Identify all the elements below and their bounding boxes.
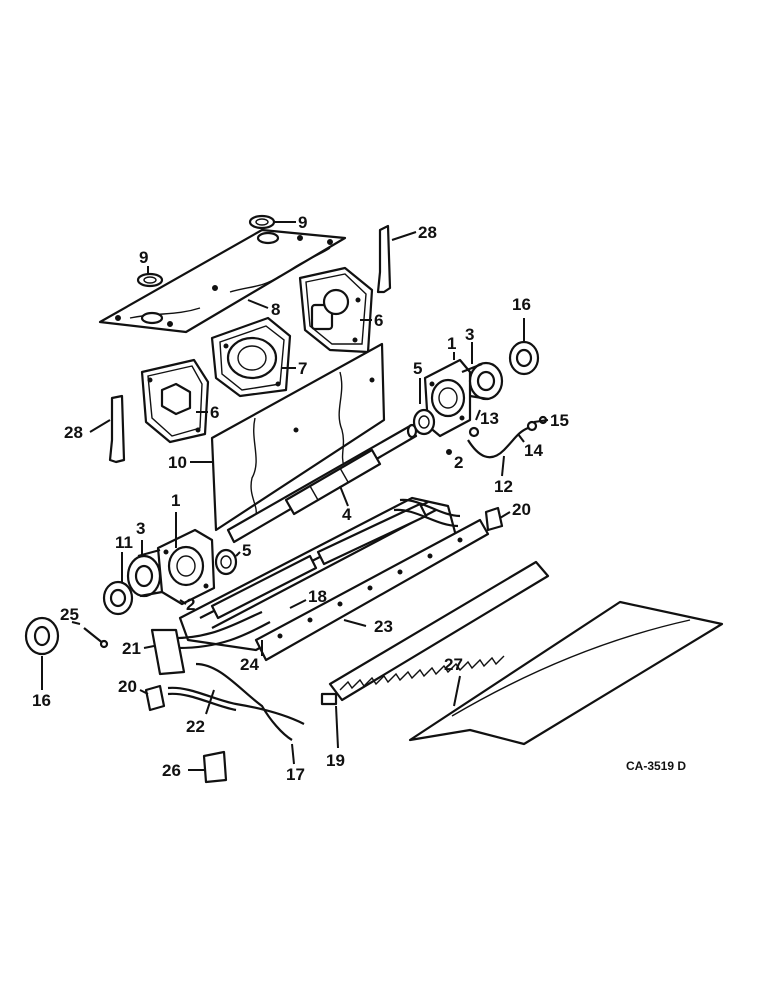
collar-far-left (24, 616, 60, 656)
bracket-26 (202, 750, 228, 784)
bearing-housing (210, 316, 292, 398)
callout-21: 21 (122, 639, 141, 658)
seal-left (214, 548, 238, 576)
trough-frame (178, 496, 458, 652)
callout-1-right: 1 (447, 334, 456, 353)
callout-3-right: 3 (465, 325, 474, 344)
callout-2-left: 2 (186, 595, 195, 614)
callout-17: 17 (286, 765, 305, 784)
callout-6-lower: 6 (210, 403, 219, 422)
callout-19: 19 (326, 751, 345, 770)
callout-23: 23 (374, 617, 393, 636)
collar-right (508, 340, 540, 376)
callout-14: 14 (524, 441, 543, 460)
callout-27: 27 (444, 655, 463, 674)
bearing-right (461, 361, 504, 401)
strip-28-lower (108, 394, 126, 464)
callout-24: 24 (240, 655, 259, 674)
plate-20-left (144, 684, 166, 712)
seal-ring-left (136, 272, 164, 288)
rear-panel (210, 342, 386, 532)
seal-right (412, 408, 436, 436)
callout-12: 12 (494, 477, 513, 496)
callout-15: 15 (550, 411, 569, 430)
callout-3-left: 3 (136, 519, 145, 538)
callout-7: 7 (298, 359, 307, 378)
callout-4: 4 (342, 505, 352, 524)
flange-right (423, 358, 472, 438)
callout-2-right: 2 (454, 453, 463, 472)
callout-8: 8 (271, 300, 280, 319)
collar-left (102, 580, 134, 616)
callout-16-right: 16 (512, 295, 531, 314)
callout-5-left: 5 (242, 541, 251, 560)
bearing-left (126, 548, 163, 598)
callout-28-lower: 28 (64, 423, 83, 442)
callout-13: 13 (480, 409, 499, 428)
top-cover-plate (98, 228, 347, 334)
leader-lines (41, 221, 549, 771)
drive-shaft (226, 423, 418, 544)
callout-20-right: 20 (512, 500, 531, 519)
rod-17 (195, 662, 293, 741)
side-bracket-21 (150, 628, 186, 676)
callout-16-left: 16 (32, 691, 51, 710)
serrated-rail (320, 560, 550, 706)
bolt-25 (83, 627, 109, 649)
callout-6-upper: 6 (374, 311, 383, 330)
callout-18: 18 (308, 587, 327, 606)
bearing-housing-plate-upper (298, 266, 374, 354)
callout-5-right: 5 (413, 359, 422, 378)
callout-labels: 9 9 28 8 6 16 1 3 7 5 13 15 6 28 14 2 10… (32, 213, 569, 784)
rod-bundle (165, 498, 461, 650)
callout-9-top: 9 (298, 213, 307, 232)
callout-10: 10 (168, 453, 187, 472)
flange-left (156, 528, 216, 606)
rod-22 (167, 686, 305, 725)
callout-25: 25 (60, 605, 79, 624)
plate-20-right (484, 506, 504, 532)
grease-line (446, 415, 548, 459)
lower-cover (408, 600, 724, 746)
bearing-housing-lower (140, 358, 210, 444)
callout-22: 22 (186, 717, 205, 736)
callout-9-left: 9 (139, 248, 148, 267)
callout-1-left: 1 (171, 491, 180, 510)
callout-20-left: 20 (118, 677, 137, 696)
reference-code: CA-3519 D (626, 759, 686, 773)
callout-28-upper: 28 (418, 223, 437, 242)
callout-26: 26 (162, 761, 181, 780)
strip-28-upper (376, 224, 392, 294)
seal-ring-top (248, 214, 276, 230)
callout-11: 11 (115, 533, 133, 552)
